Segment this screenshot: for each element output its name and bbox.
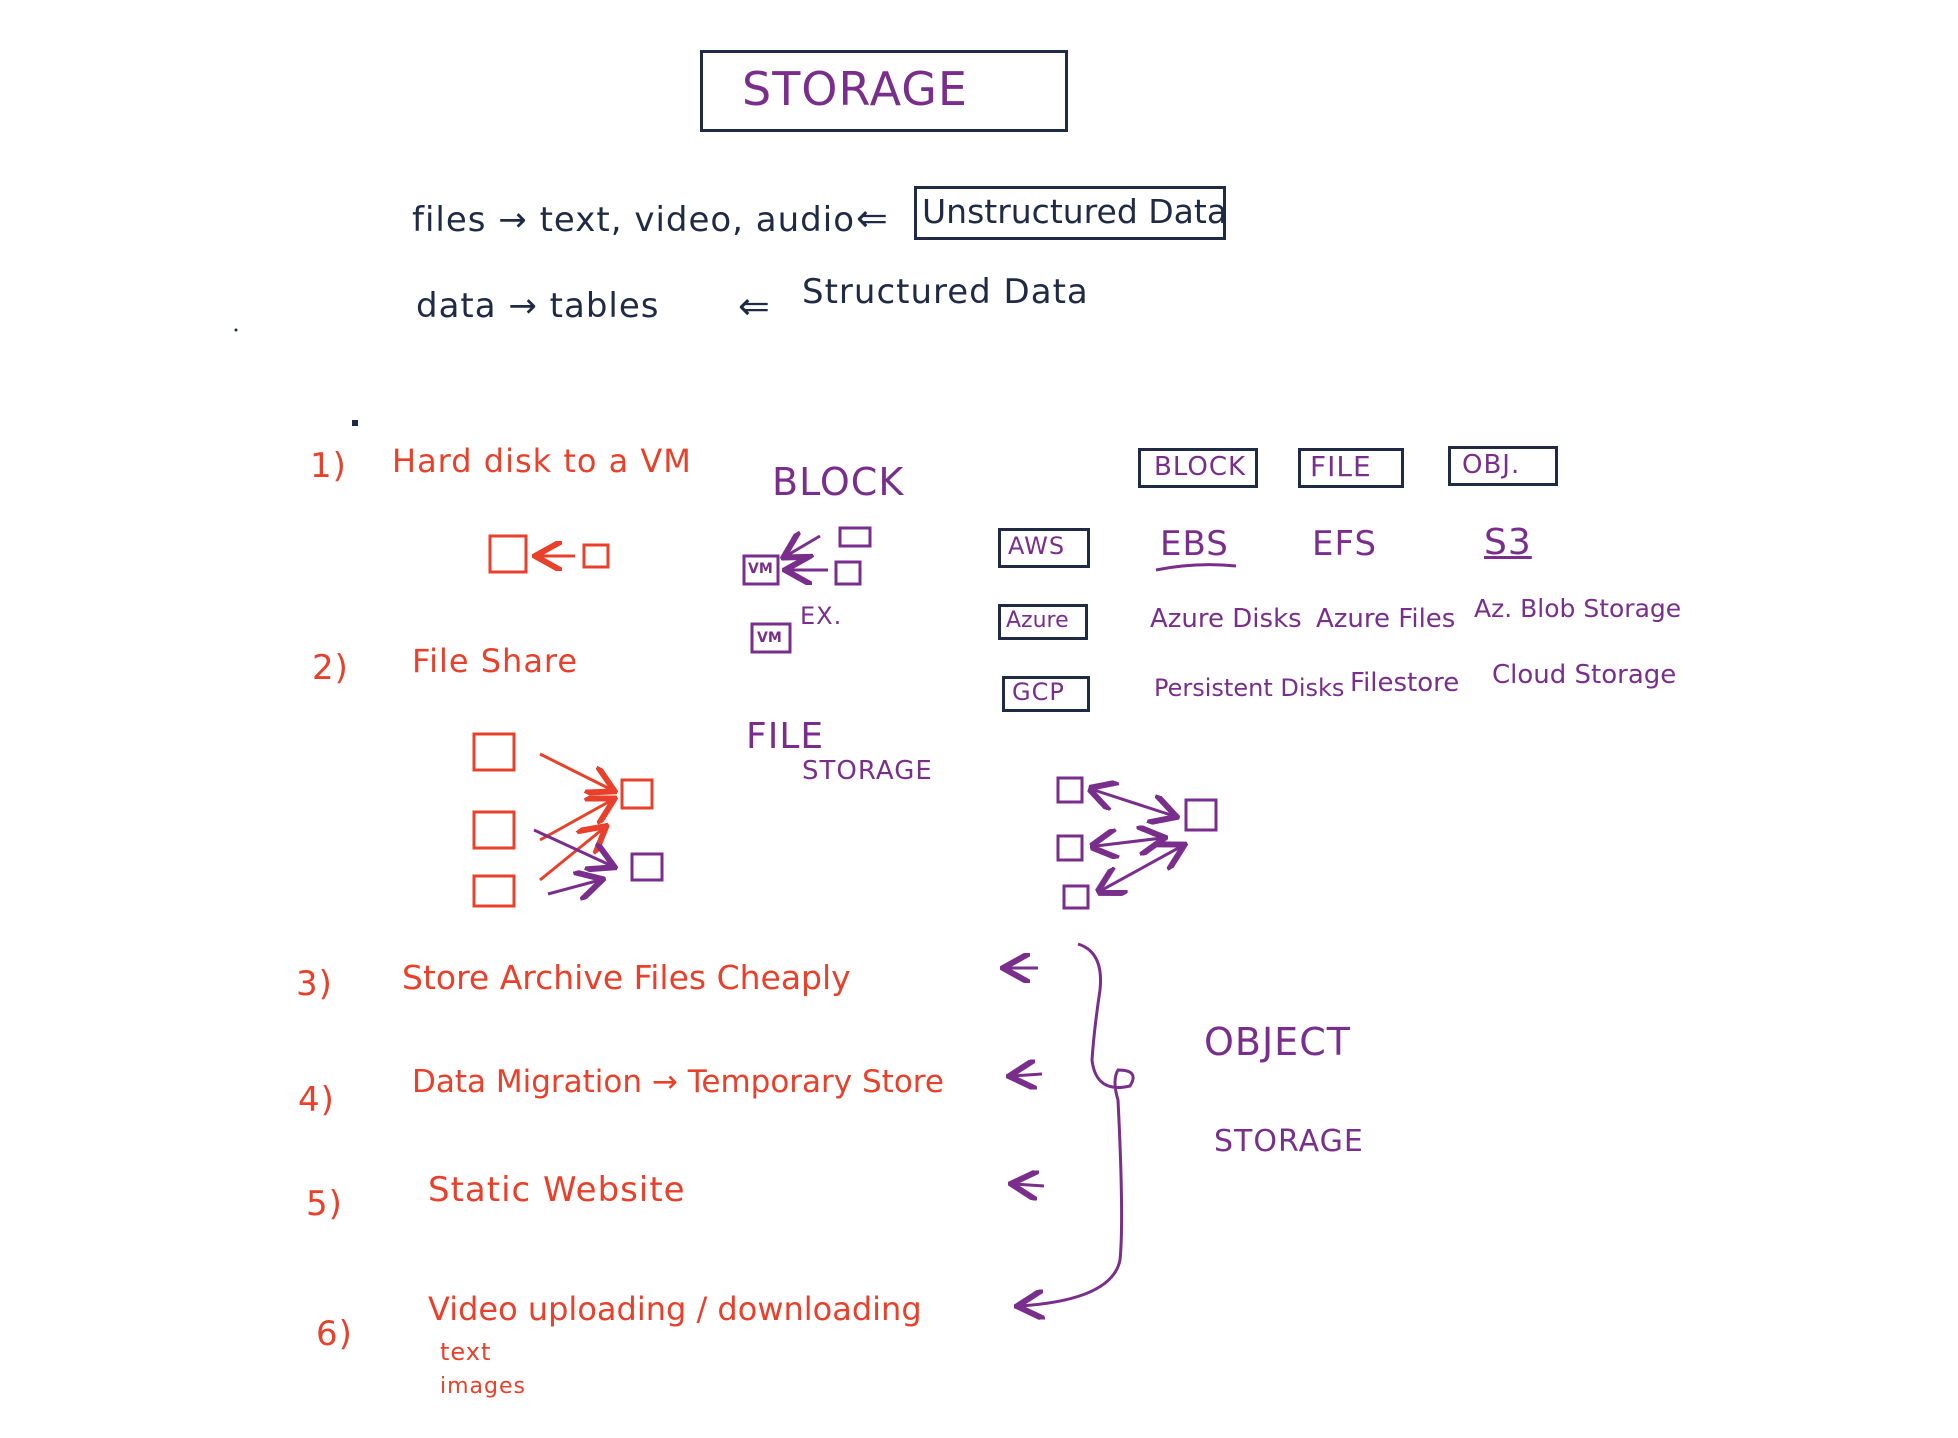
intro-arrow-1: ⇐ [856, 196, 889, 240]
vm-label-2: VM [757, 630, 782, 646]
provider-azure: Azure [1006, 608, 1069, 633]
page-title: STORAGE [742, 62, 968, 116]
azure-obj: Az. Blob Storage [1474, 594, 1682, 623]
ex-label: EX. [800, 602, 843, 630]
header-file: FILE [1310, 450, 1372, 483]
header-block: BLOCK [1154, 452, 1247, 482]
stray-dot [234, 328, 238, 332]
use-case-6-extra-images: images [440, 1374, 526, 1399]
structured-data-label: Structured Data [802, 272, 1089, 312]
use-case-2-text: File Share [412, 642, 579, 680]
intro-line-2: data → tables [416, 286, 660, 326]
ebs-underline [1155, 563, 1237, 572]
azure-block: Azure Disks [1150, 604, 1302, 634]
use-case-4-num: 4) [298, 1080, 335, 1120]
use-case-5-text: Static Website [428, 1170, 686, 1210]
provider-azure-box [998, 604, 1088, 640]
use-case-6-num: 6) [316, 1314, 353, 1354]
use-case-2-num: 2) [312, 648, 349, 688]
file-share-diagram [472, 732, 664, 908]
use-case-6-extra-text: text [440, 1338, 492, 1366]
block-storage-diagram [742, 526, 872, 654]
use-case-3-num: 3) [296, 964, 333, 1004]
block-label: BLOCK [772, 460, 905, 504]
gcp-file: Filestore [1350, 668, 1460, 698]
header-file-box [1298, 448, 1404, 488]
use-case-1-num: 1) [310, 446, 347, 486]
use-case-4-text: Data Migration → Temporary Store [412, 1064, 944, 1100]
use-case-5-num: 5) [306, 1184, 343, 1224]
aws-file: EFS [1312, 524, 1378, 564]
aws-obj: S3 [1484, 522, 1532, 563]
unstructured-data-label: Unstructured Data [922, 192, 1228, 231]
file-storage-label-1: FILE [746, 716, 825, 757]
header-obj-box [1448, 446, 1558, 486]
vm-label-1: VM [748, 561, 773, 577]
provider-aws-box [998, 528, 1090, 568]
file-storage-diagram [1056, 776, 1218, 910]
use-case-3-text: Store Archive Files Cheaply [402, 958, 851, 997]
gcp-block: Persistent Disks [1154, 674, 1345, 702]
provider-gcp: GCP [1012, 678, 1065, 706]
azure-file: Azure Files [1316, 604, 1456, 634]
intro-line-1: files → text, video, audio [412, 200, 856, 240]
intro-arrow-2: ⇐ [738, 284, 771, 328]
vm-disk-diagram [488, 534, 610, 574]
provider-gcp-box [1002, 676, 1090, 712]
provider-aws: AWS [1008, 532, 1066, 560]
title-box [700, 50, 1068, 132]
unstructured-data-box [914, 186, 1226, 240]
aws-block: EBS [1160, 524, 1229, 564]
use-case-arrows [1006, 968, 1045, 1186]
header-obj: OBJ. [1462, 450, 1521, 480]
gcp-obj: Cloud Storage [1492, 660, 1677, 690]
use-case-6-text: Video uploading / downloading [428, 1290, 922, 1328]
object-storage-label-2: STORAGE [1214, 1124, 1364, 1159]
stray-mark [352, 420, 358, 426]
header-block-box [1138, 448, 1258, 488]
file-storage-label-2: STORAGE [802, 756, 933, 786]
object-storage-brace [1020, 942, 1135, 1306]
object-storage-label-1: OBJECT [1204, 1020, 1351, 1064]
use-case-1-text: Hard disk to a VM [392, 442, 692, 480]
